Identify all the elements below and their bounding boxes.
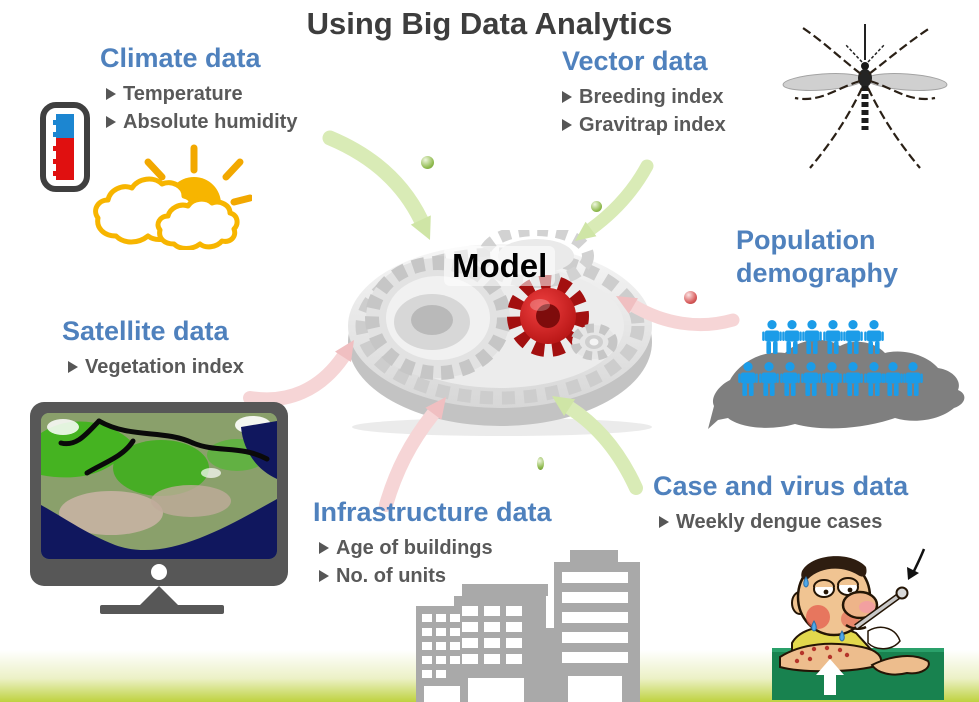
bullet-arrow-icon (562, 91, 572, 103)
mosquito-icon (782, 24, 948, 169)
bullet-arrow-icon (106, 88, 116, 100)
climate-bullet: Absolute humidity (106, 108, 297, 136)
climate-arrow-icon (322, 130, 431, 240)
infrastructure-bullet: Age of buildings (319, 534, 552, 562)
vector-arrow-icon (575, 159, 654, 241)
green-sphere-icon (591, 201, 602, 212)
satellite-image (41, 413, 277, 559)
climate-bullet: Temperature (106, 80, 297, 108)
bullet-arrow-icon (562, 119, 572, 131)
green-sphere-icon (421, 156, 434, 169)
buildings-icon (416, 550, 640, 702)
population-map-icon (708, 320, 965, 429)
section-vector: Vector data Breeding index Gravitrap ind… (562, 45, 726, 139)
case-arrow-icon (552, 396, 643, 495)
section-population: Population demography (736, 224, 951, 290)
infrastructure-bullet: No. of units (319, 562, 552, 590)
case-virus-heading: Case and virus data (653, 471, 909, 501)
page-title: Using Big Data Analytics (306, 6, 673, 41)
model-label: Model (444, 246, 556, 286)
monitor-camera-dot (151, 564, 167, 580)
bullet-arrow-icon (106, 116, 116, 128)
green-sphere-icon (537, 457, 544, 470)
sick-person-icon (772, 545, 944, 700)
satellite-heading: Satellite data (62, 316, 229, 346)
satellite-arrow-icon (243, 340, 354, 407)
population-heading: Population demography (736, 225, 899, 288)
bullet-arrow-icon (319, 542, 329, 554)
bullet-arrow-icon (659, 516, 669, 528)
sun-clouds-icon (93, 144, 252, 250)
section-climate: Climate data Temperature Absolute humidi… (100, 42, 297, 136)
monitor-stand (139, 586, 179, 606)
infrastructure-heading: Infrastructure data (313, 497, 552, 527)
population-arrow-icon (616, 296, 740, 332)
climate-heading: Climate data (100, 43, 261, 73)
satellite-bullet: Vegetation index (68, 353, 244, 381)
gears-icon (348, 230, 652, 436)
vector-heading: Vector data (562, 46, 708, 76)
infrastructure-arrow-icon (379, 397, 446, 512)
section-satellite: Satellite data Vegetation index (62, 315, 244, 381)
bullet-arrow-icon (319, 570, 329, 582)
section-case-virus: Case and virus data Weekly dengue cases (653, 470, 908, 536)
monitor-icon (30, 402, 288, 586)
red-sphere-icon (684, 291, 697, 304)
vector-bullet: Gravitrap index (562, 111, 726, 139)
bullet-arrow-icon (68, 361, 78, 373)
section-infrastructure: Infrastructure data Age of buildings No.… (313, 496, 552, 590)
vector-bullet: Breeding index (562, 83, 726, 111)
case-virus-bullet: Weekly dengue cases (659, 508, 908, 536)
cloud-icon (155, 196, 240, 250)
thermometer-icon (40, 102, 90, 192)
monitor-base (100, 605, 224, 614)
